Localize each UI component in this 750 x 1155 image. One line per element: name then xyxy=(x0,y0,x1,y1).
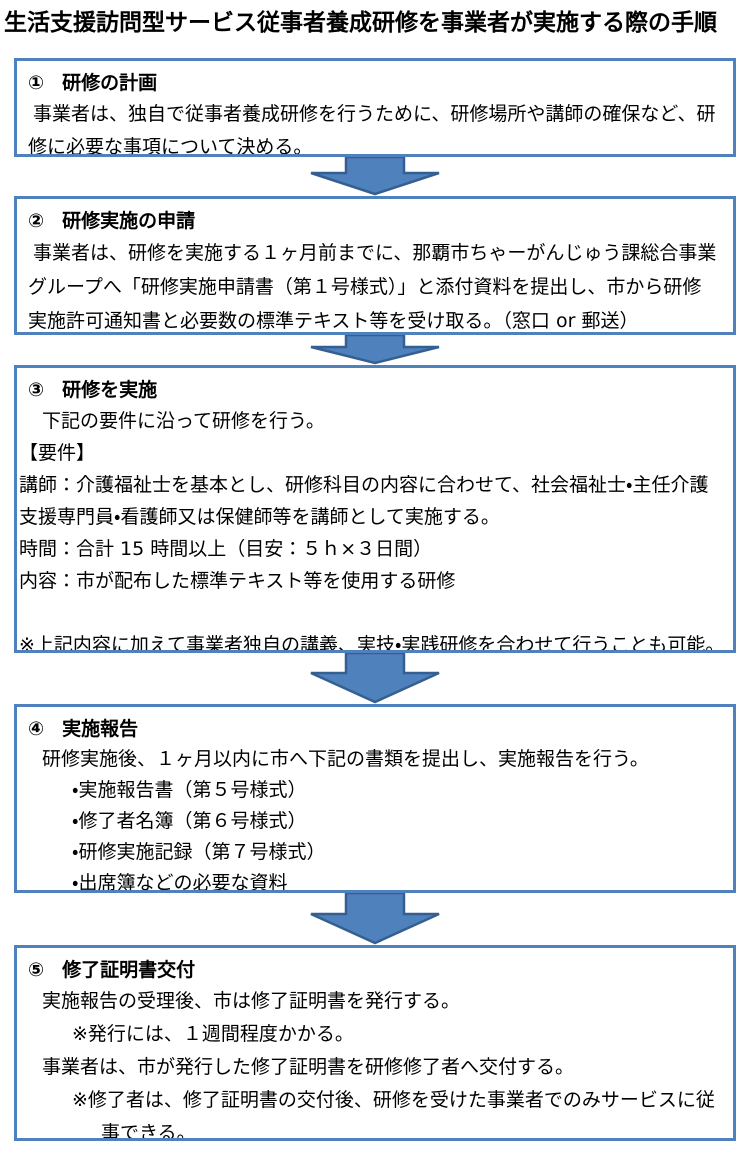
down-arrow-icon xyxy=(310,335,440,365)
text-line: ・実施報告書（第５号様式） xyxy=(72,779,307,801)
step-box-application: ② 研修実施の申請 事業者は、研修を実施する１ヶ月前までに、那覇市ちゃーがんじゅう… xyxy=(14,196,736,335)
step-number: ⑤ xyxy=(28,959,45,981)
text-line: 事できる。 xyxy=(101,1122,196,1141)
step-heading: 実施報告 xyxy=(62,718,139,740)
step-box-conduct-training: ③ 研修を実施 下記の要件に沿って研修を行う。【要件】講師：介護福祉士を基本とし、… xyxy=(14,365,736,653)
text-line: ※発行には、１週間程度かかる。 xyxy=(72,1023,354,1045)
text-line: 講師：介護福祉士を基本とし、研修科目の内容に合わせて、社会福祉士・主任介護 xyxy=(19,474,709,496)
step-body: 研修実施後、１ヶ月以内に市へ下記の書類を提出し、実施報告を行う。・実施報告書（第… xyxy=(17,744,733,893)
text-line xyxy=(17,597,733,629)
step-box-report: ④ 実施報告 研修実施後、１ヶ月以内に市へ下記の書類を提出し、実施報告を行う。・実… xyxy=(14,704,736,893)
step-body: 実施報告の受理後、市は修了証明書を発行する。 ※発行には、１週間程度かかる。事業者… xyxy=(17,985,733,1141)
step-body: 事業者は、独自で従事者養成研修を行うために、研修場所や講師の確保など、研修に必要… xyxy=(17,98,733,157)
page-title: 生活支援訪問型サービス従事者養成研修を事業者が実施する際の手順 xyxy=(4,10,717,36)
text-line: 事業者は、市が発行した修了証明書を研修修了者へ交付する。 xyxy=(42,1056,575,1078)
step-heading: 修了証明書交付 xyxy=(62,959,196,981)
step-body: 事業者は、研修を実施する１ヶ月前までに、那覇市ちゃーがんじゅう課総合事業グループ… xyxy=(17,236,733,332)
text-line: 下記の要件に沿って研修を行う。 xyxy=(42,410,325,432)
step-heading-row: ⑤ 修了証明書交付 xyxy=(17,948,733,985)
step-heading: 研修の計画 xyxy=(62,72,158,94)
text-line: 事業者は、独自で従事者養成研修を行うために、研修場所や講師の確保など、研 xyxy=(33,103,716,125)
step-body: 下記の要件に沿って研修を行う。【要件】講師：介護福祉士を基本とし、研修科目の内容… xyxy=(17,405,733,653)
text-line: グループへ「研修実施申請書（第１号様式）」と添付資料を提出し、市から研修 xyxy=(28,276,702,298)
step-heading-row: ① 研修の計画 xyxy=(17,61,733,98)
step-heading-row: ③ 研修を実施 xyxy=(17,368,733,405)
down-arrow-shape xyxy=(310,653,440,704)
text-line: 実施報告の受理後、市は修了証明書を発行する。 xyxy=(42,990,461,1012)
step-box-certificate: ⑤ 修了証明書交付 実施報告の受理後、市は修了証明書を発行する。 ※発行には、１週間… xyxy=(14,945,736,1141)
step-heading-row: ② 研修実施の申請 xyxy=(17,199,733,236)
step-box-plan: ① 研修の計画 事業者は、独自で従事者養成研修を行うために、研修場所や講師の確保な… xyxy=(14,58,736,157)
down-arrow-shape xyxy=(310,335,440,365)
text-line: 修に必要な事項について決める。 xyxy=(28,136,313,157)
down-arrow-shape xyxy=(310,893,440,945)
text-line: 【要件】 xyxy=(19,442,96,464)
down-arrow-icon xyxy=(310,893,440,945)
text-line: 内容：市が配布した標準テキスト等を使用する研修 xyxy=(19,570,456,592)
text-line: 支援専門員・看護師又は保健師等を講師として実施する。 xyxy=(19,506,500,528)
text-line: ※上記内容に加えて事業者独自の講義、実技・実践研修を合わせて行うことも可能。 xyxy=(19,634,725,653)
text-line: 研修実施後、１ヶ月以内に市へ下記の書類を提出し、実施報告を行う。 xyxy=(42,748,649,770)
down-arrow-icon xyxy=(310,157,440,196)
text-line: ・修了者名簿（第６号様式） xyxy=(72,810,307,832)
text-line: ・研修実施記録（第７号様式） xyxy=(72,841,326,863)
step-heading: 研修を実施 xyxy=(62,379,158,401)
text-line: 実施許可通知書と必要数の標準テキスト等を受け取る。（窓口 or 郵送） xyxy=(28,310,639,332)
step-heading-row: ④ 実施報告 xyxy=(17,707,733,744)
down-arrow-icon xyxy=(310,653,440,704)
text-line: ・出席簿などの必要な資料 xyxy=(72,872,288,893)
step-heading: 研修実施の申請 xyxy=(62,210,196,232)
step-number: ③ xyxy=(28,379,45,401)
step-number: ① xyxy=(28,72,45,94)
text-line: 事業者は、研修を実施する１ヶ月前までに、那覇市ちゃーがんじゅう課総合事業 xyxy=(33,242,717,264)
down-arrow-shape xyxy=(310,157,440,196)
text-line: 時間：合計 15 時間以上（目安：５ｈ×３日間） xyxy=(19,538,433,560)
step-number: ② xyxy=(28,210,45,232)
step-number: ④ xyxy=(28,718,45,740)
text-line: ※修了者は、修了証明書の交付後、研修を受けた事業者でのみサービスに従 xyxy=(72,1089,715,1111)
